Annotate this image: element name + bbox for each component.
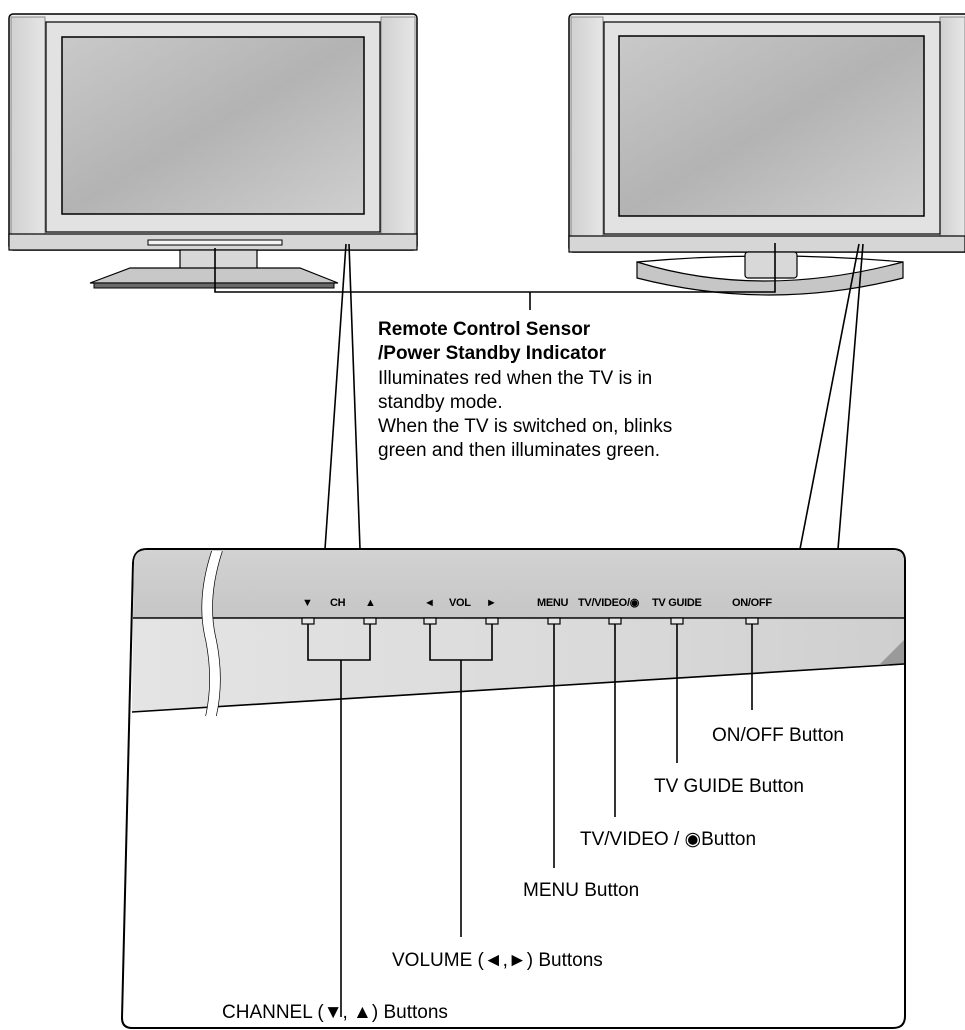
- callout-tv-guide: TV GUIDE Button: [654, 776, 804, 797]
- left-tv-screen: [61, 36, 365, 215]
- left-tv-stand-base: [89, 267, 339, 284]
- panel-label-ch-down: ▼: [302, 597, 313, 609]
- panel-front-band-dark: [880, 640, 904, 664]
- tv-guide-button[interactable]: [670, 617, 684, 625]
- left-tv: [8, 13, 418, 289]
- panel-label-ch: CH: [330, 597, 346, 609]
- menu-button[interactable]: [547, 617, 561, 625]
- panel-label-on-off: ON/OFF: [732, 597, 772, 609]
- panel-label-menu: MENU: [537, 597, 569, 609]
- left-tv-speaker-left: [10, 16, 46, 240]
- control-panel-closeup: ▼ CH ▲ ◄ VOL ► MENU TV/VIDEO/◉ TV GUIDE …: [120, 548, 906, 1029]
- right-tv-bottom-strip: [568, 235, 965, 253]
- left-tv-control-strip: [147, 239, 283, 246]
- vol-right-button[interactable]: [485, 617, 499, 625]
- panel-front-band: [132, 619, 904, 712]
- vol-left-button[interactable]: [423, 617, 437, 625]
- ch-up-button[interactable]: [363, 617, 377, 625]
- right-tv-speaker-right: [939, 16, 965, 240]
- callout-channel: CHANNEL (▼, ▲) Buttons: [222, 1002, 448, 1023]
- callout-volume: VOLUME (◄,►) Buttons: [392, 950, 603, 971]
- sensor-description: Remote Control Sensor /Power Standby Ind…: [378, 319, 672, 461]
- panel-label-vol-left: ◄: [424, 597, 435, 609]
- sensor-desc-line-4: green and then illuminates green.: [378, 440, 660, 461]
- panel-label-tv-video: TV/VIDEO/◉: [578, 597, 640, 609]
- ch-down-button[interactable]: [301, 617, 315, 625]
- sensor-title-line-1: Remote Control Sensor: [378, 319, 591, 340]
- sensor-title-line-2: /Power Standby Indicator: [378, 343, 607, 364]
- tv-video-button[interactable]: [608, 617, 622, 625]
- sensor-desc-line-1: Illuminates red when the TV is in: [378, 368, 652, 389]
- panel-top-surface: [133, 550, 904, 618]
- left-tv-stand-foot: [93, 282, 335, 289]
- callout-tv-video: TV/VIDEO / ◉Button: [580, 829, 756, 850]
- sensor-leader-lines: [214, 243, 864, 550]
- right-tv: [568, 13, 965, 296]
- panel-label-vol: VOL: [449, 597, 471, 609]
- right-tv-speaker-left: [570, 16, 604, 240]
- on-off-button[interactable]: [745, 617, 759, 625]
- callout-menu: MENU Button: [523, 880, 639, 901]
- left-tv-stand-neck: [179, 249, 258, 271]
- callout-lines: [307, 624, 753, 1017]
- sensor-desc-line-3: When the TV is switched on, blinks: [378, 416, 672, 437]
- panel-label-ch-up: ▲: [365, 597, 376, 609]
- panel-label-tv-guide: TV GUIDE: [652, 597, 702, 609]
- right-tv-screen: [618, 35, 925, 217]
- left-tv-speaker-right: [380, 16, 416, 240]
- right-tv-stand-neck: [744, 251, 798, 279]
- sensor-desc-line-2: standby mode.: [378, 392, 503, 413]
- callout-on-off: ON/OFF Button: [712, 725, 844, 746]
- panel-label-vol-right: ►: [486, 597, 497, 609]
